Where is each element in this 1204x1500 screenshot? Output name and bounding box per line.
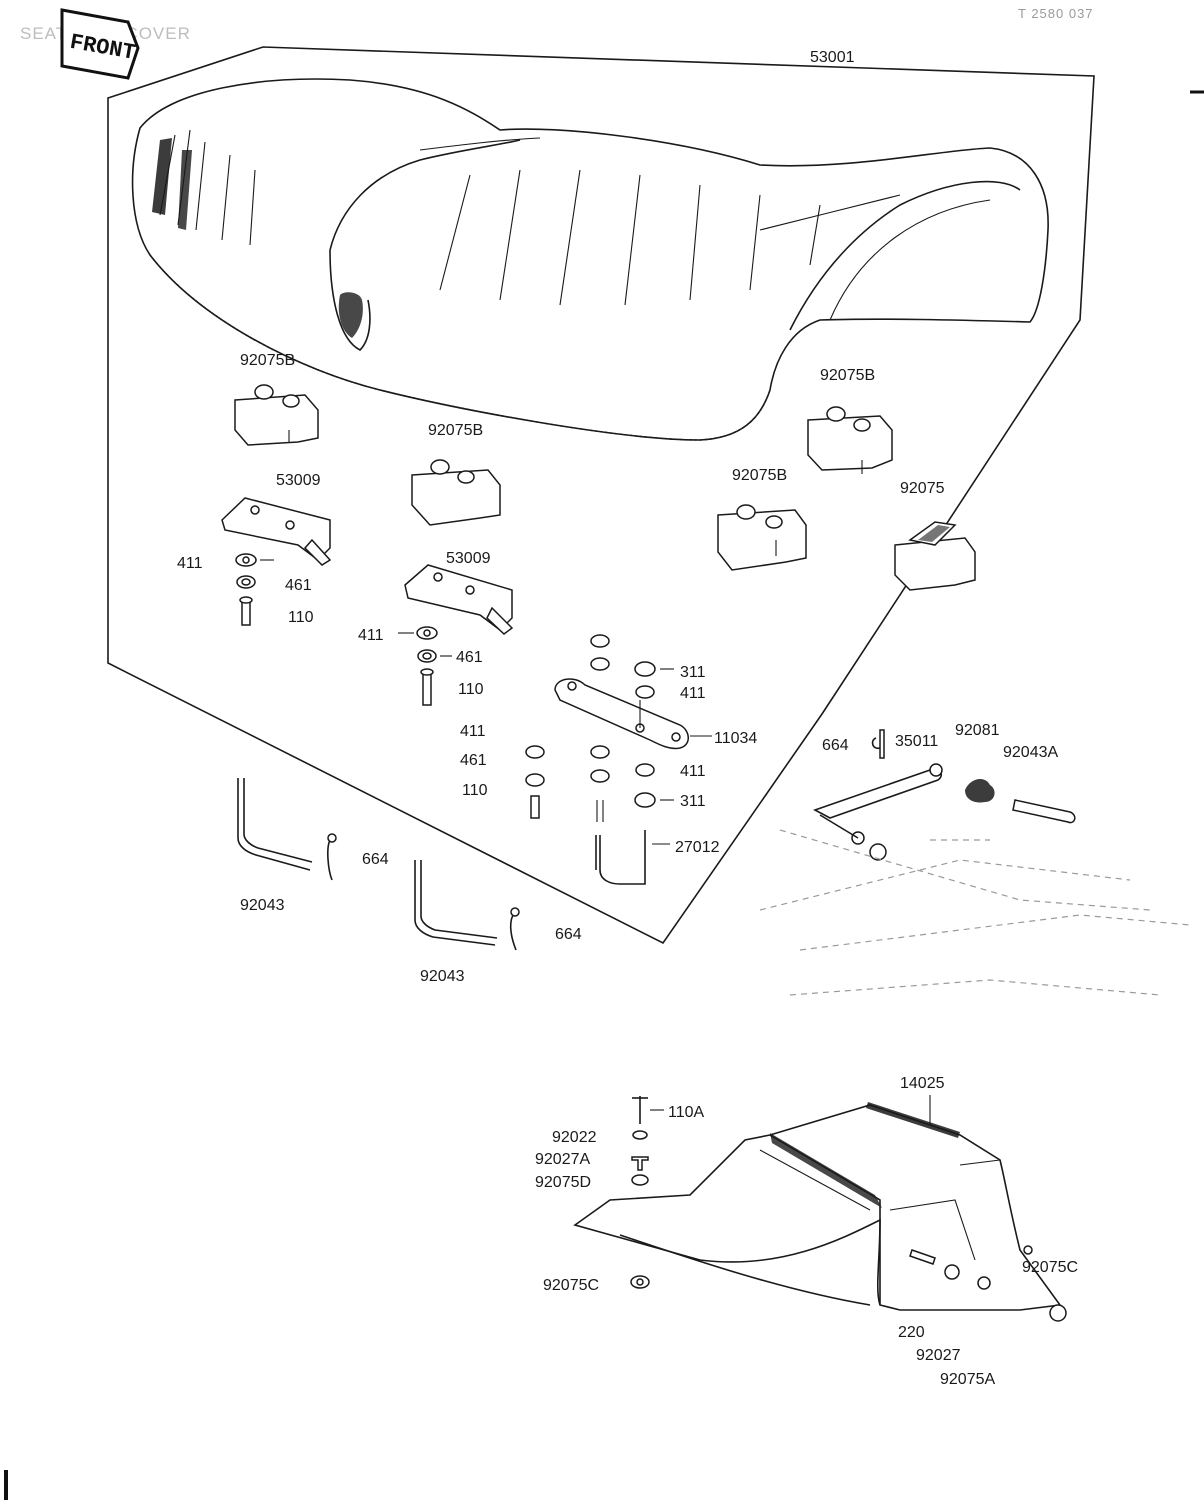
group-outline	[107, 46, 1095, 945]
front-arrow-icon: FRONT	[60, 8, 140, 80]
seat-bracket-1	[221, 497, 332, 566]
callout-664: 664	[822, 737, 849, 754]
seat-assembly	[131, 78, 1049, 441]
callout-35011: 35011	[895, 733, 938, 750]
callout-92075D: 92075D	[535, 1174, 591, 1191]
callout-220: 220	[898, 1324, 925, 1341]
u-bolt	[595, 830, 670, 885]
frame-ghost	[759, 829, 1191, 996]
callout-92075B: 92075B	[732, 467, 787, 484]
rubber-damper-4	[717, 504, 807, 571]
callout-92043: 92043	[420, 968, 465, 985]
latch-plate	[554, 678, 712, 750]
callout-461: 461	[285, 577, 312, 594]
fastener-stack-2	[398, 626, 452, 706]
callout-92075C: 92075C	[543, 1277, 599, 1294]
tail-cover	[573, 1095, 1067, 1322]
rubber-damper-3	[807, 406, 893, 474]
callout-11034: 11034	[714, 730, 757, 747]
seat-hinge-rod-1	[237, 778, 337, 881]
rubber-damper-2	[411, 459, 501, 526]
callout-311: 311	[680, 793, 706, 810]
rubber-damper-1	[234, 384, 319, 446]
callout-92081: 92081	[955, 722, 1000, 739]
callout-110: 110	[458, 681, 484, 698]
diagram-code: T 2580 037	[1018, 6, 1094, 21]
callout-92075C: 92075C	[1022, 1259, 1078, 1276]
callout-92022: 92022	[552, 1129, 597, 1146]
callout-411: 411	[680, 763, 706, 780]
callout-92027A: 92027A	[535, 1151, 590, 1168]
callout-110: 110	[462, 782, 488, 799]
callout-53009: 53009	[446, 550, 491, 567]
callout-411: 411	[177, 555, 203, 572]
callout-53001: 53001	[810, 49, 855, 66]
fastener-stack-1	[235, 553, 274, 626]
callout-92075: 92075	[900, 480, 945, 497]
callout-92075B: 92075B	[428, 422, 483, 439]
callout-411: 411	[680, 685, 706, 702]
callout-411: 411	[460, 723, 486, 740]
cover-fasteners	[630, 1096, 664, 1289]
callout-92043: 92043	[240, 897, 285, 914]
seat-lock-assembly	[813, 729, 1076, 861]
callout-411: 411	[358, 627, 384, 644]
callout-110A: 110A	[668, 1104, 705, 1121]
callout-461: 461	[456, 649, 483, 666]
seat-hinge-rod-2	[414, 860, 520, 951]
callout-53009: 53009	[276, 472, 321, 489]
callout-92075B: 92075B	[820, 367, 875, 384]
callout-92075B: 92075B	[240, 352, 295, 369]
callout-92075A: 92075A	[940, 1371, 995, 1388]
seat-bracket-2	[404, 564, 514, 635]
callout-labels: 53001 92075B 92075B 92075B 92075B 92075 …	[177, 49, 1078, 1388]
callout-92027: 92027	[916, 1347, 961, 1364]
callout-664: 664	[555, 926, 582, 943]
rubber-damper-5	[894, 521, 976, 591]
callout-92043A: 92043A	[1003, 744, 1058, 761]
callout-311: 311	[680, 664, 706, 681]
callout-27012: 27012	[675, 839, 720, 856]
callout-14025: 14025	[900, 1075, 945, 1092]
callout-461: 461	[460, 752, 487, 769]
callout-110: 110	[288, 609, 314, 626]
nuts-and-washers-center	[525, 634, 674, 822]
callout-664: 664	[362, 851, 389, 868]
